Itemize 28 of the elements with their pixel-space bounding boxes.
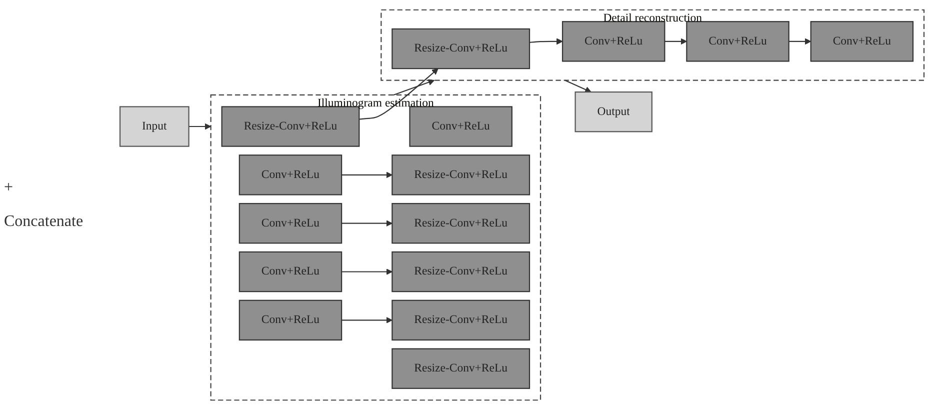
arrow [342, 268, 392, 275]
node-box: Conv+ReLu [238, 202, 342, 244]
note-label: + [4, 179, 14, 197]
node-box: Resize-Conv+ReLu [392, 154, 530, 196]
node-box: Conv+ReLu [686, 21, 790, 62]
node-box: Resize-Conv+ReLu [392, 300, 530, 341]
note-label: Concatenate [4, 213, 84, 231]
node-box: Output [574, 91, 652, 132]
node-box: Conv+ReLu [238, 300, 342, 341]
arrow [664, 38, 687, 45]
arrow [529, 38, 563, 45]
node-box: Resize-Conv+ReLu [392, 251, 530, 292]
arrow [342, 172, 392, 178]
node-box: Resize-Conv+ReLu [392, 348, 530, 389]
arrow [342, 220, 392, 227]
node-box: Resize-Conv+ReLu [392, 202, 530, 244]
arrow [564, 80, 592, 93]
node-box: Conv+ReLu [409, 106, 512, 147]
node-box: Resize-Conv+ReLu [392, 28, 530, 70]
arrow [342, 316, 392, 324]
arrow [188, 123, 212, 130]
arrow [393, 79, 435, 96]
node-box: Conv+ReLu [238, 251, 342, 292]
node-box: Conv+ReLu [562, 21, 666, 62]
node-box: Input [119, 106, 190, 147]
node-box: Conv+ReLu [810, 21, 914, 62]
arrow [788, 38, 812, 45]
node-box: Conv+ReLu [238, 154, 342, 196]
